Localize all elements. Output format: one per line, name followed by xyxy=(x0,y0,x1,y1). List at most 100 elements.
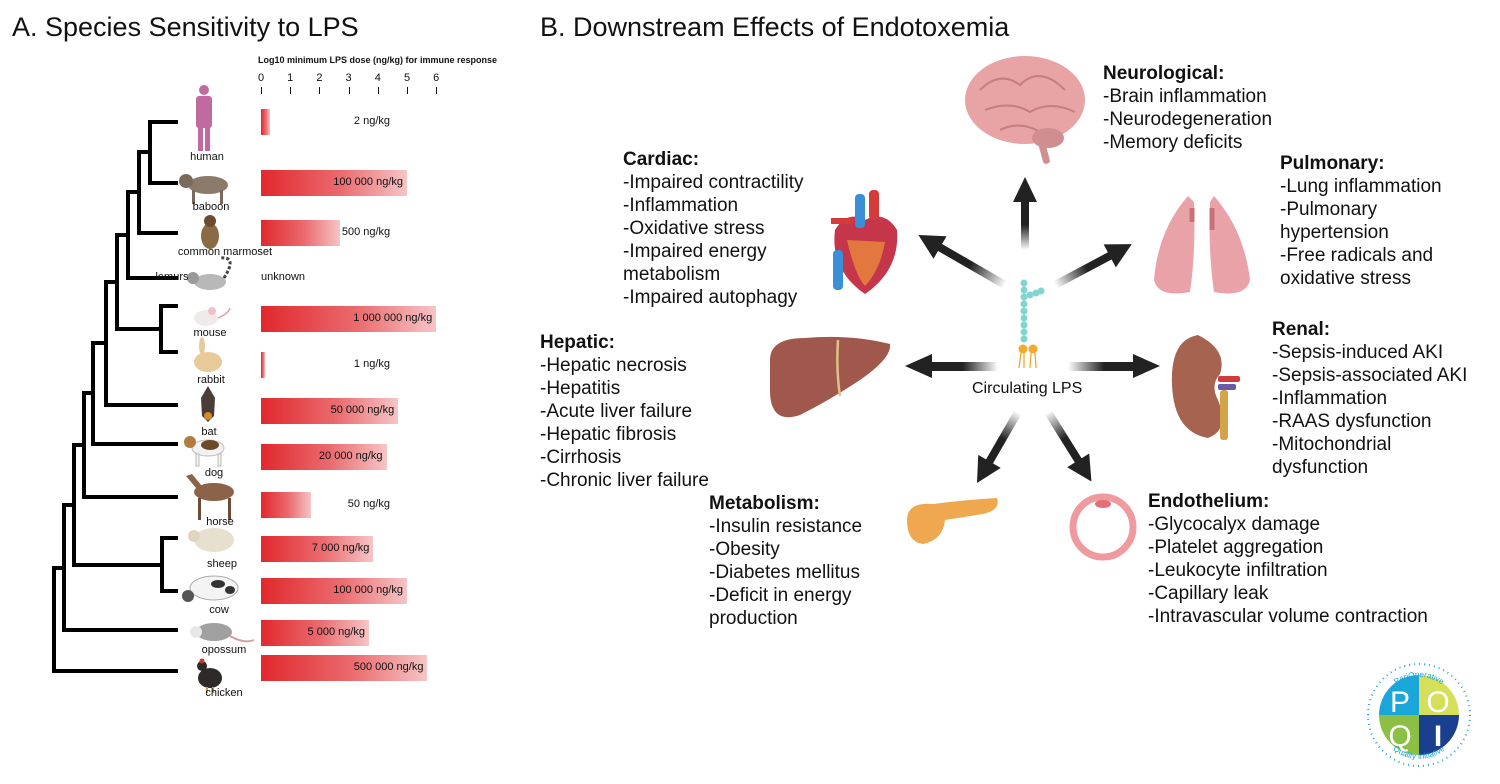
center-label: Circulating LPS xyxy=(972,380,1083,397)
species-label: baboon xyxy=(192,201,230,213)
x-tick-label: 2 xyxy=(316,72,323,84)
cardiac-block: Cardiac: -Impaired contractility -Inflam… xyxy=(623,148,804,309)
bar-value-label: 100 000 ng/kg xyxy=(333,584,403,596)
species-label: mouse xyxy=(193,327,227,339)
x-tick-mark xyxy=(407,87,408,94)
x-tick-label: 0 xyxy=(257,72,265,84)
list-item: -Insulin resistance xyxy=(709,516,863,537)
bar-bat xyxy=(261,398,399,424)
list-item: -Cirrhosis xyxy=(540,447,622,468)
list-item: -Impaired autophagy xyxy=(623,287,798,308)
x-tick-label: 5 xyxy=(403,72,411,84)
list-item: -Intravascular volume contraction xyxy=(1148,606,1428,627)
list-item: -Diabetes mellitus xyxy=(709,562,860,583)
list-item: -Sepsis-induced AKI xyxy=(1272,342,1444,363)
bar-cow xyxy=(261,578,407,604)
bar-dog xyxy=(261,444,387,470)
dog-icon xyxy=(184,436,225,467)
list-item: -Acute liver failure xyxy=(540,401,693,422)
list-item: hypertension xyxy=(1280,222,1389,243)
list-item: -Oxidative stress xyxy=(623,218,765,239)
cow-icon xyxy=(182,575,239,602)
list-item: -Chronic liver failure xyxy=(540,470,709,491)
list-item: -Memory deficits xyxy=(1103,132,1243,153)
list-item: -Inflammation xyxy=(623,195,739,216)
poqi-logo: P O Q I PeriOperative Quality Initiative xyxy=(1367,663,1471,767)
baboon-icon xyxy=(179,174,228,204)
bar-value-label: 500 ng/kg xyxy=(341,226,391,238)
bar-value-label: 5 000 ng/kg xyxy=(307,626,366,638)
list-item: -Free radicals and xyxy=(1280,245,1434,266)
x-tick-mark xyxy=(261,87,262,94)
species-label: opossum xyxy=(201,644,247,656)
list-item: dysfunction xyxy=(1272,457,1369,478)
mouse-icon xyxy=(194,307,231,326)
pancreas-icon xyxy=(907,498,998,544)
renal-block: Renal: -Sepsis-induced AKI -Sepsis-assoc… xyxy=(1272,318,1467,479)
human-icon xyxy=(196,85,212,151)
tree-branch xyxy=(52,566,178,673)
species-label: sheep xyxy=(207,558,237,570)
bar-value-label: 500 000 ng/kg xyxy=(353,661,424,673)
bar-value-label: 1 ng/kg xyxy=(353,358,390,370)
opossum-icon xyxy=(190,623,255,643)
species-label: chicken xyxy=(205,687,243,699)
species-label: common marmoset xyxy=(177,246,273,258)
x-tick-label: 4 xyxy=(374,72,381,84)
species-label: bat xyxy=(201,426,217,438)
species-label: horse xyxy=(206,516,234,528)
bar-value-label: 20 000 ng/kg xyxy=(318,450,383,462)
x-tick-label: 6 xyxy=(433,72,440,84)
list-item: -Impaired contractility xyxy=(623,172,804,193)
x-tick-mark xyxy=(377,87,379,94)
arrow-to-heart xyxy=(918,235,1008,289)
species-illustrations xyxy=(179,85,255,693)
logo-letter-p: P xyxy=(1390,686,1410,719)
arrow-to-brain xyxy=(1013,177,1037,250)
bar-horse xyxy=(261,492,311,518)
bar-chicken xyxy=(261,655,428,681)
bar-rabbit xyxy=(261,352,265,378)
lps-molecule-icon xyxy=(1018,279,1045,369)
x-tick-label: 3 xyxy=(345,72,352,84)
hepatic-block: Hepatic: -Hepatic necrosis -Hepatitis -A… xyxy=(540,331,709,492)
logo-letter-o: O xyxy=(1426,686,1449,719)
species-label: rabbit xyxy=(197,374,225,386)
endothelium-heading: Endothelium: xyxy=(1148,491,1270,512)
x-tick-mark xyxy=(290,87,292,94)
list-item: -Glycocalyx damage xyxy=(1148,514,1321,535)
x-tick-label: 1 xyxy=(287,72,294,84)
list-item: -Deficit in energy xyxy=(709,585,852,606)
metabolism-heading: Metabolism: xyxy=(709,493,820,514)
list-item: -Sepsis-associated AKI xyxy=(1272,365,1468,386)
list-item: -Leukocyte infiltration xyxy=(1148,560,1328,581)
horse-icon xyxy=(186,474,234,520)
phylogenetic-tree xyxy=(52,120,178,673)
pulmonary-block: Pulmonary: -Lung inflammation -Pulmonary… xyxy=(1280,152,1442,290)
marmoset-icon xyxy=(201,215,219,249)
logo-letter-i: I xyxy=(1434,720,1442,753)
bar-value-label: 50 ng/kg xyxy=(347,498,390,510)
list-item: -Neurodegeneration xyxy=(1103,109,1273,130)
arrow-to-lungs xyxy=(1053,244,1132,289)
list-item: -RAAS dysfunction xyxy=(1272,411,1432,432)
list-item: oxidative stress xyxy=(1280,268,1411,289)
species-label: dog xyxy=(204,467,224,479)
bar-value-label: 7 000 ng/kg xyxy=(311,542,370,554)
logo-letter-q: Q xyxy=(1388,720,1411,753)
arrow-to-endothelium xyxy=(1044,409,1092,482)
bar-value-label: 1 000 000 ng/kg xyxy=(353,312,433,324)
bar-mouse xyxy=(261,306,437,332)
bat-icon xyxy=(201,386,215,422)
bar-opossum xyxy=(261,620,370,646)
panel-b-title: B. Downstream Effects of Endotoxemia xyxy=(540,12,1010,42)
metabolism-block: Metabolism: -Insulin resistance -Obesity… xyxy=(709,492,862,630)
list-item: -Inflammation xyxy=(1272,388,1388,409)
bar-human xyxy=(261,109,270,135)
list-item: -Lung inflammation xyxy=(1280,176,1442,197)
list-item: -Hepatic necrosis xyxy=(540,355,687,376)
list-item: -Pulmonary xyxy=(1280,199,1378,220)
kidney-icon xyxy=(1171,335,1240,440)
rabbit-icon xyxy=(194,337,222,372)
